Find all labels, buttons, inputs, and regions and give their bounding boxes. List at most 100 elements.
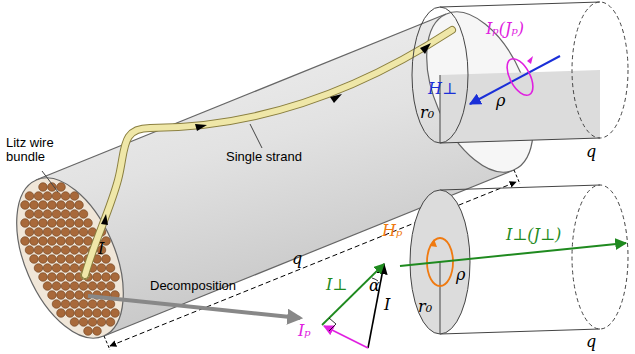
strand-section: [25, 192, 34, 201]
strand-section: [79, 228, 88, 237]
strand-section: [34, 228, 43, 237]
strand-section: [84, 327, 93, 336]
strand-section: [97, 282, 106, 291]
right-angle-mark: [329, 318, 336, 331]
current-symbol: I⊥: [326, 276, 347, 294]
strand-section: [97, 300, 106, 309]
current-loop: [502, 55, 538, 100]
strand-section: [48, 273, 57, 282]
part-name: Single strand: [226, 150, 302, 164]
cylinder-edge: [440, 329, 600, 334]
field-symbol: H⊥: [428, 80, 457, 98]
radius-symbol: ρ: [456, 266, 465, 284]
strand-section: [79, 300, 88, 309]
strand-section: [25, 246, 34, 255]
single-strand: [85, 30, 452, 275]
strand-section: [75, 219, 84, 228]
strand-section: [34, 192, 43, 201]
strand-section: [43, 192, 52, 201]
strand-section: [25, 228, 34, 237]
strand-section: [57, 273, 66, 282]
strand-section: [39, 183, 48, 192]
strand-section: [106, 300, 115, 309]
strand-section: [75, 309, 84, 318]
strand-section: [66, 255, 75, 264]
strand-outline: [85, 30, 452, 275]
part-name: Litz wire bundle: [6, 136, 70, 165]
strand-section: [30, 219, 39, 228]
strand-section: [39, 219, 48, 228]
strand-section: [75, 201, 84, 210]
cylinder-back: [572, 185, 628, 329]
strand-section: [21, 219, 30, 228]
strand-section: [102, 273, 111, 282]
current-arrow: [330, 94, 342, 103]
strand-section: [106, 318, 115, 327]
strand-section: [48, 291, 57, 300]
strand-section: [43, 210, 52, 219]
strand-section: [61, 282, 70, 291]
strand-section: [97, 264, 106, 273]
strand-section: [88, 282, 97, 291]
strand-section: [70, 264, 79, 273]
cylinder-back: [572, 2, 628, 138]
strand-section: [39, 273, 48, 282]
strand-section: [102, 309, 111, 318]
strand-section: [57, 237, 66, 246]
strand-section: [43, 228, 52, 237]
strand-section: [84, 219, 93, 228]
loop-arrow: [527, 56, 533, 64]
strand-section: [79, 318, 88, 327]
strand-section: [52, 228, 61, 237]
strand-section: [48, 219, 57, 228]
strand-section: [88, 300, 97, 309]
strand-section: [79, 282, 88, 291]
radius-line: [440, 262, 441, 334]
strand-section: [84, 237, 93, 246]
current-arrow: [420, 43, 431, 54]
dimension-line: [110, 182, 516, 346]
leader-line: [250, 124, 262, 148]
current-vector: [400, 243, 626, 266]
strand-section: [75, 291, 84, 300]
strand-section: [52, 282, 61, 291]
strand-section: [93, 327, 102, 336]
strand-section: [52, 192, 61, 201]
strand-section: [79, 210, 88, 219]
current-vector: [368, 264, 384, 348]
strand-section: [57, 255, 66, 264]
strand-section: [111, 273, 120, 282]
strand-section: [66, 201, 75, 210]
strand-section: [70, 246, 79, 255]
strand-section: [111, 309, 120, 318]
strand-section: [79, 246, 88, 255]
current-symbol: Iₚ: [298, 322, 311, 340]
strand-section: [70, 228, 79, 237]
extension-line: [514, 170, 520, 184]
strand-section: [88, 318, 97, 327]
radius-symbol: ρ: [496, 92, 505, 110]
strand-section: [57, 183, 66, 192]
strand-section: [93, 309, 102, 318]
field-vector: [470, 56, 560, 104]
strand-section: [57, 309, 66, 318]
strand-section: [25, 210, 34, 219]
strand-section: [52, 300, 61, 309]
strand-section: [48, 201, 57, 210]
process-label: Decomposition: [150, 279, 236, 293]
current-symbol: I: [98, 240, 104, 258]
strand-section: [70, 192, 79, 201]
bundle-edge: [36, 14, 446, 180]
strand-section: [84, 309, 93, 318]
current-symbol: I: [384, 296, 390, 314]
strand-section: [61, 246, 70, 255]
strand-cross-sections: [21, 183, 120, 336]
strand-section: [57, 291, 66, 300]
strand-section: [61, 210, 70, 219]
decomposition-arrow: [88, 296, 300, 318]
strand-section: [61, 300, 70, 309]
strand-section: [57, 201, 66, 210]
strand-section: [34, 246, 43, 255]
strand-section: [39, 201, 48, 210]
strand-section: [30, 237, 39, 246]
